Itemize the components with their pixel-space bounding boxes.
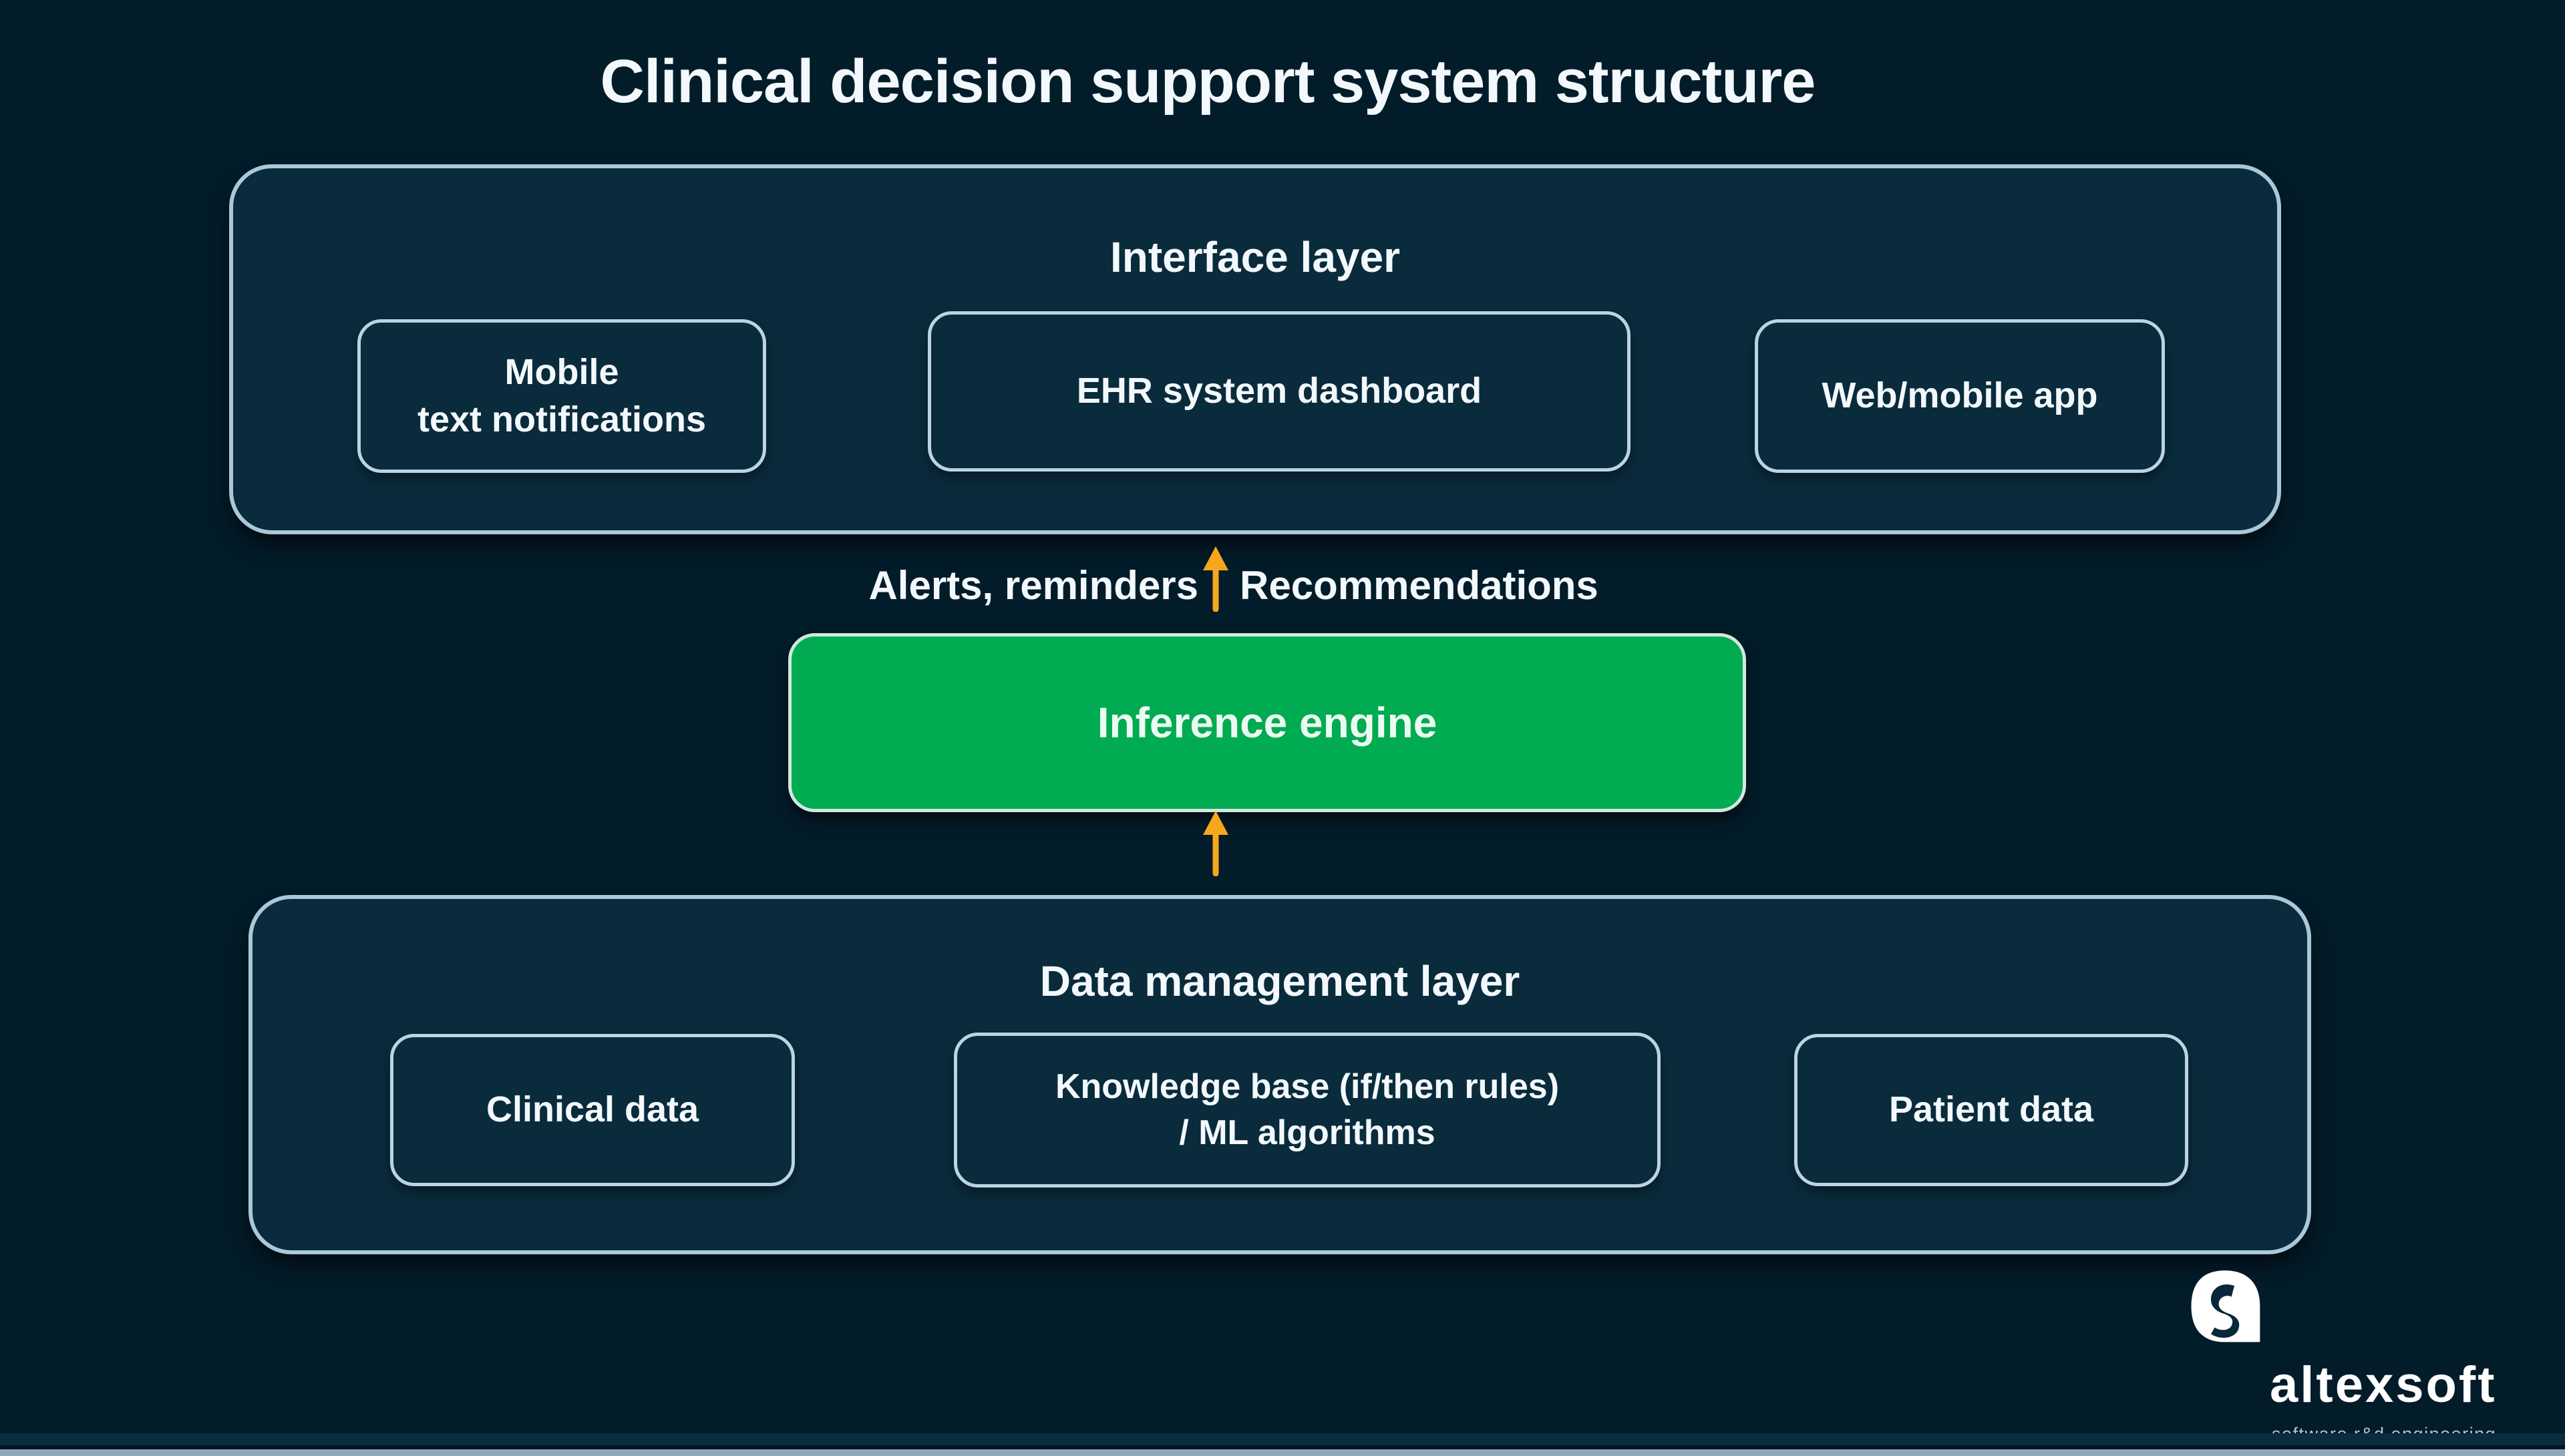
alerts-reminders-label: Alerts, reminders — [868, 563, 1198, 608]
altexsoft-brand-text: altexsoft — [2270, 1356, 2497, 1413]
bottom-edge-dark-line — [0, 1445, 2565, 1449]
box-label-line: / ML algorithms — [1179, 1113, 1435, 1152]
mobile-text-notifications-box: Mobile text notifications — [357, 319, 766, 473]
box-label-line: text notifications — [417, 399, 707, 439]
knowledge-base-box: Knowledge base (if/then rules) / ML algo… — [954, 1033, 1661, 1188]
inference-engine-label: Inference engine — [1097, 699, 1437, 747]
data-management-layer-label: Data management layer — [1039, 957, 1520, 1005]
box-label-line: Knowledge base (if/then rules) — [1055, 1067, 1560, 1107]
bottom-edge-light-strip — [0, 1449, 2565, 1456]
data-management-layer-panel: Data management layer Clinical data Know… — [248, 895, 2311, 1254]
patient-data-box: Patient data — [1794, 1034, 2188, 1186]
page-title: Clinical decision support system structu… — [600, 47, 1816, 116]
ehr-system-dashboard-box: EHR system dashboard — [928, 311, 1631, 472]
box-label-line: Web/mobile app — [1822, 375, 2098, 416]
box-label-line: Mobile — [504, 351, 619, 392]
box-label-line: Patient data — [1888, 1089, 2094, 1130]
inference-engine-box: Inference engine — [788, 633, 1746, 812]
box-label-line: Clinical data — [486, 1089, 699, 1130]
clinical-data-box: Clinical data — [390, 1034, 795, 1186]
bottom-edge-band — [0, 1433, 2565, 1445]
interface-layer-label: Interface layer — [1109, 233, 1401, 281]
interface-layer-panel: Interface layer Mobile text notification… — [229, 164, 2281, 534]
altexsoft-logo: altexsoft software r&d engineering — [2183, 1264, 2557, 1451]
arrow-up-icon — [1203, 811, 1228, 876]
altexsoft-logo-icon — [2191, 1270, 2260, 1342]
box-label-line: EHR system dashboard — [1076, 371, 1482, 411]
arrow-up-icon — [1203, 546, 1228, 612]
recommendations-label: Recommendations — [1240, 563, 1598, 608]
web-mobile-app-box: Web/mobile app — [1755, 319, 2165, 473]
